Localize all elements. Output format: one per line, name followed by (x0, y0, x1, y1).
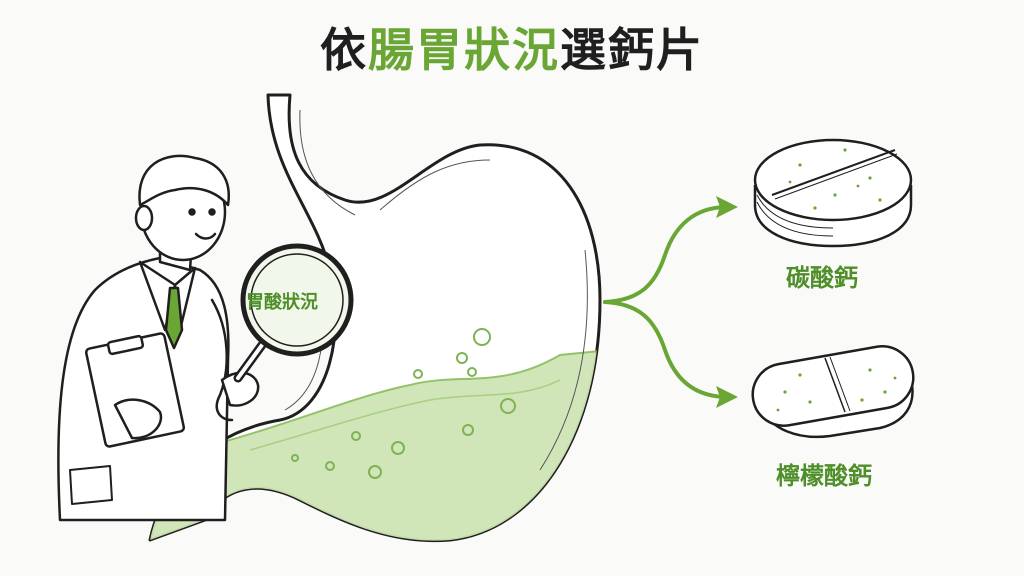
magnifier-icon (233, 243, 354, 383)
arrowhead-upper (716, 196, 738, 218)
branch-arrow-icon (603, 205, 727, 399)
option-calcium-citrate: 檸檬酸鈣 (776, 462, 872, 490)
option-calcium-carbonate: 碳酸鈣 (786, 264, 858, 292)
page-title: 依腸胃狀況選鈣片 (0, 14, 1024, 80)
arrowhead-lower (716, 386, 738, 408)
lens-label: 胃酸狀況 (246, 292, 318, 313)
round-tablet-icon (753, 138, 913, 248)
acid-bubbles (291, 328, 516, 479)
title-suffix: 選鈣片 (560, 23, 704, 77)
title-prefix: 依 (320, 23, 368, 77)
title-highlight: 腸胃狀況 (368, 23, 560, 77)
doctor-figure (57, 154, 260, 522)
capsule-tablet-icon (751, 345, 915, 439)
